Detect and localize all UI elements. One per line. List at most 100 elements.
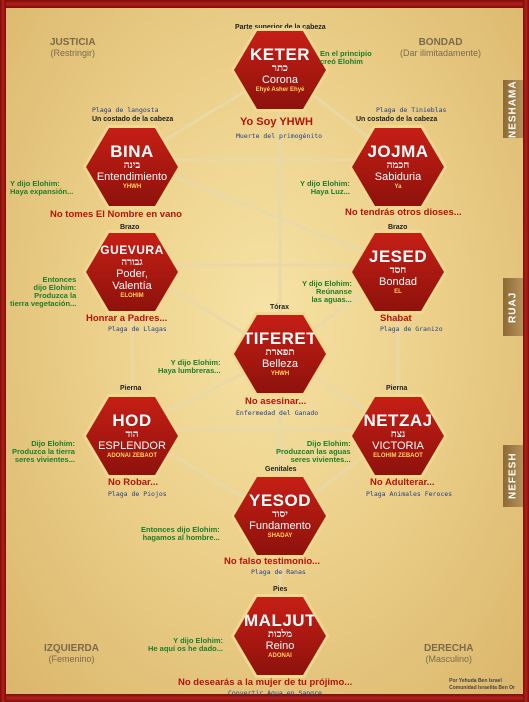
side-ruaj: RUAJ (503, 278, 523, 336)
plague-yesod: Plaga de Ranas (251, 568, 306, 576)
plague-keter: Muerte del primogénito (236, 132, 323, 140)
yesod-hebrew: יסוד (272, 509, 288, 520)
top-label: Parte superior de la cabeza (235, 24, 326, 31)
side-nefesh: NEFESH (503, 445, 523, 507)
maljut-hebrew: מלכות (267, 629, 293, 640)
creation-c9: Entonces dijo Elohim: hagamos al hombre.… (141, 525, 220, 542)
corner-bl-sub: (Femenino) (48, 654, 95, 664)
bina-name: BINA (110, 142, 154, 161)
netzaj-name: NETZAJ (363, 411, 433, 430)
maljut-name: MALJUT (244, 611, 316, 630)
jesed-sub: EL (394, 289, 402, 295)
commandment-hod: No Robar... (108, 477, 159, 488)
jojma-name: JOJMA (367, 142, 429, 161)
plague-netzaj: Plaga Animales Feroces (366, 490, 453, 498)
commandment-jojma: No tendrás otros dioses... (345, 207, 462, 218)
commandment-netzaj: No Adulterar... (370, 477, 435, 488)
netzaj-sub: ELOHIM ZEBAOT (373, 453, 423, 459)
tiferet-sub: YHWH (270, 371, 290, 377)
creation-c2: Y dijo Elohim: Haya expansión... (10, 179, 74, 196)
plague-jesed: Plaga de Granizo (380, 325, 443, 333)
bina-sub: YHWH (122, 184, 142, 190)
keter-hebrew: כתר (272, 63, 288, 74)
plague-hod: Plaga de Piojos (108, 490, 167, 498)
jesed-hebrew: חסד (389, 265, 407, 276)
corner-bl-title: IZQUIERDA (44, 643, 99, 654)
creation-c7: Dijo Elohim: Produzca la tierra seres vi… (12, 439, 75, 464)
corner-top-right: BONDAD (Dar ilimitadamente) (400, 37, 482, 59)
plague-jojma-top: Plaga de Tinieblas (376, 106, 447, 114)
corner-tl-title: JUSTICIA (50, 37, 96, 48)
corner-tr-title: BONDAD (418, 37, 463, 48)
frame-bottom (0, 694, 529, 702)
plague-tiferet: Enfermedad del Ganado (236, 409, 319, 417)
commandment-tiferet: No asesinar... (245, 396, 307, 407)
commandment-keter: Yo Soy YHWH (240, 116, 313, 128)
frame-right (523, 0, 529, 702)
corner-br-title: DERECHA (424, 643, 474, 654)
jesed-meaning: Bondad (379, 276, 417, 288)
commandment-jesed: Shabat (380, 313, 412, 324)
body-label-netzaj: Pierna (386, 385, 408, 392)
corner-tr-sub: (Dar ilimitadamente) (400, 48, 482, 58)
jojma-hebrew: חכמה (386, 160, 410, 171)
bina-meaning: Entendimiento (96, 171, 168, 183)
body-label-hod: Pierna (120, 385, 142, 392)
yesod-sub: SHADAY (267, 533, 293, 539)
maljut-sub: ADONAI (268, 653, 292, 659)
body-label-jojma: Un costado de la cabeza (356, 116, 438, 123)
credit-line2: Comunidad Israelita Ben Or (449, 685, 515, 691)
body-label-guevura: Brazo (120, 224, 140, 231)
plague-guevura: Plaga de Llagas (108, 325, 167, 333)
frame-left (0, 0, 6, 702)
creation-c1: En el principio creó Elohim (320, 49, 372, 66)
body-label-tiferet: Tórax (270, 304, 290, 311)
yesod-meaning: Fundamento (249, 520, 311, 532)
bina-hebrew: בינה (123, 160, 141, 171)
hod-meaning: ESPLENDOR (98, 440, 166, 452)
path-bina-jesed (131, 158, 399, 267)
body-label-jesed: Brazo (388, 224, 408, 231)
plague-bina-top: Plaga de langosta (92, 106, 159, 114)
body-label-yesod: Genitales (265, 466, 297, 473)
maljut-meaning: Reino (265, 640, 295, 652)
side-neshama: NESHAMA (503, 80, 523, 138)
commandment-maljut: No desearás a la mujer de tu prójimo... (178, 677, 353, 688)
guevura-sub: ELOHIM (120, 293, 144, 299)
creation-c10: Y dijo Elohim: He aquí os he dado... (148, 636, 224, 653)
body-label-maljut: Pies (273, 586, 288, 593)
tiferet-hebrew: תפארת (265, 347, 295, 358)
jesed-name: JESED (368, 247, 428, 266)
plague-maljut: Convertir Agua en Sangre (228, 689, 322, 697)
guevura-meaning: Poder, Valentía (112, 268, 152, 292)
creation-c6: Y dijo Elohim: Haya lumbreras... (158, 358, 221, 375)
hod-hebrew: הוד (125, 429, 139, 440)
frame-top (0, 0, 529, 8)
keter-sub: Ehyé Asher Ehyé (255, 87, 305, 93)
credit: Por Yehuda Ben Israel Comunidad Israelit… (449, 678, 515, 692)
sefira-netzaj: NETZAJ נצח VICTORIA ELOHIM ZEBAOT (352, 397, 444, 475)
keter-meaning: Corona (261, 74, 299, 86)
tiferet-meaning: Belleza (261, 358, 299, 370)
netzaj-meaning: VICTORIA (372, 440, 424, 452)
credit-line1: Por Yehuda Ben Israel (449, 678, 502, 684)
sefira-jesed: JESED חסד Bondad EL (352, 233, 444, 311)
creation-c8: Dijo Elohim: Produzcan las aguas seres v… (276, 439, 351, 464)
keter-name: KETER (249, 45, 311, 64)
creation-c4: Entonces dijo Elohim: Produzca la tierra… (10, 275, 77, 308)
netzaj-hebrew: נצח (390, 429, 406, 440)
corner-top-left: JUSTICIA (Restringir) (50, 37, 96, 59)
creation-c3: Y dijo Elohim: Haya Luz... (300, 179, 350, 196)
corner-tl-sub: (Restringir) (50, 48, 96, 58)
commandment-bina: No tomes El Nombre en vano (50, 209, 182, 220)
corner-bottom-right: DERECHA (Masculino) (424, 643, 474, 665)
tiferet-name: TIFERET (242, 329, 318, 348)
corner-bottom-left: IZQUIERDA (Femenino) (44, 643, 99, 665)
yesod-name: YESOD (248, 491, 312, 510)
sefira-jojma: JOJMA חכמה Sabiduria Ya (352, 128, 444, 206)
corner-br-sub: (Masculino) (425, 654, 472, 664)
hod-name: HOD (112, 411, 152, 430)
commandment-yesod: No falso testimonio... (224, 556, 321, 567)
jojma-sub: Ya (394, 184, 402, 190)
